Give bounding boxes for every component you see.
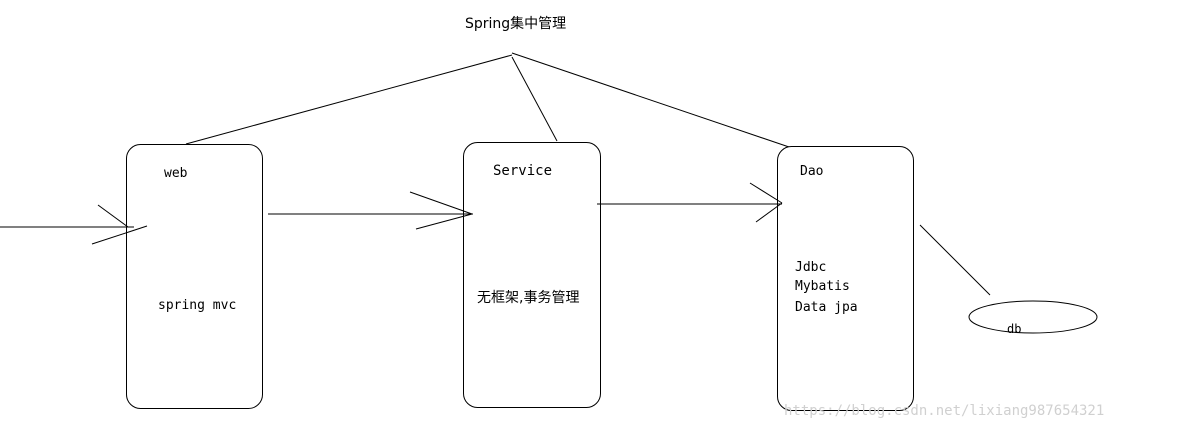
service-to-dao-arrow: [597, 182, 783, 223]
service-to-dao-head-lower: [755, 202, 783, 223]
web-layer: web spring mvc: [126, 144, 263, 409]
line-to-web: [185, 54, 513, 145]
management-lines: [185, 52, 793, 149]
line-to-dao: [511, 52, 793, 149]
watermark-text: https://blog.csdn.net/lixiang987654321: [784, 403, 1104, 419]
web-to-service-head-upper: [409, 191, 473, 215]
dao-layer: Dao Jdbc Mybatis Data jpa: [777, 146, 914, 411]
dao-box: [777, 146, 914, 411]
web-to-service-arrow: [268, 191, 473, 230]
dao-box-content-line-1: Jdbc: [795, 260, 826, 275]
incoming-arrow-head-upper: [97, 204, 129, 228]
service-box-title: Service: [493, 163, 552, 179]
dao-to-db-line: [919, 224, 991, 296]
web-box-content: spring mvc: [158, 298, 236, 313]
service-box-content: 无框架,事务管理: [477, 290, 579, 306]
db-node: db: [968, 300, 1098, 336]
db-ellipse: [968, 300, 1098, 334]
dao-box-content-line-3: Data jpa: [795, 300, 858, 315]
web-box: [126, 144, 263, 409]
service-layer: Service 无框架,事务管理: [463, 142, 601, 408]
diagram-title: Spring集中管理: [465, 15, 566, 32]
line-to-service: [511, 56, 558, 142]
service-box: [463, 142, 601, 408]
incoming-arrow: [0, 204, 148, 245]
web-to-service-head-lower: [415, 213, 473, 230]
dao-box-title: Dao: [800, 164, 823, 179]
dao-box-content-line-2: Mybatis: [795, 279, 850, 294]
service-to-dao-head-upper: [749, 182, 783, 204]
db-label: db: [1007, 322, 1021, 336]
incoming-arrow-head-lower: [91, 225, 148, 245]
web-box-title: web: [164, 166, 188, 181]
